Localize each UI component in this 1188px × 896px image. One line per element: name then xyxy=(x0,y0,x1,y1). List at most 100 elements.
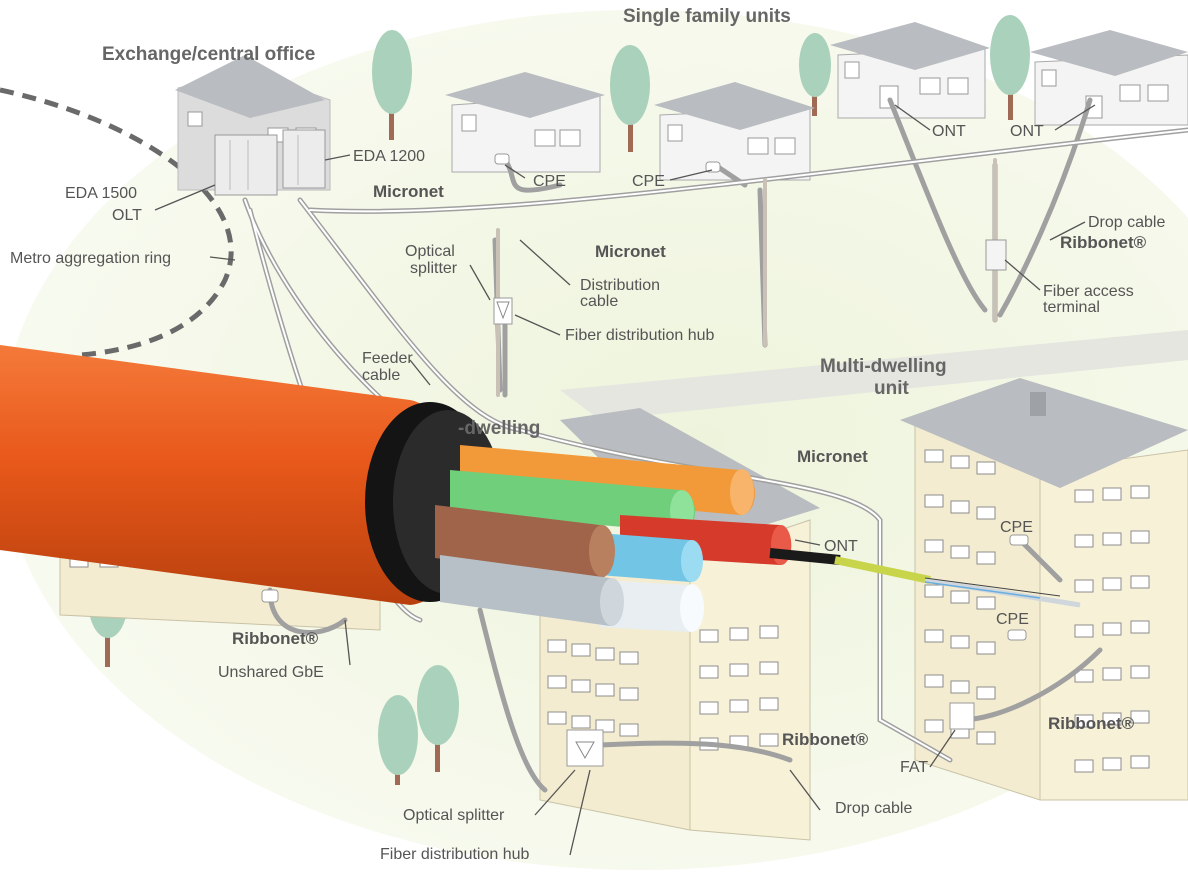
window xyxy=(1102,577,1122,591)
window xyxy=(1102,757,1122,771)
window xyxy=(547,639,567,653)
network-devices xyxy=(261,153,1029,767)
label-cpe: CPE xyxy=(533,173,566,190)
tree-icon xyxy=(372,30,412,140)
house xyxy=(1030,30,1188,126)
tree-icon xyxy=(610,45,650,152)
cpe-icon xyxy=(705,161,721,173)
label-eda1500: EDA 1500 xyxy=(65,185,137,202)
label-fat: FAT xyxy=(900,759,928,776)
window xyxy=(729,699,749,713)
tree-icon xyxy=(799,33,831,116)
window xyxy=(950,635,970,649)
window xyxy=(547,711,567,725)
label-ont: ONT xyxy=(824,538,858,555)
label-micronet: Micronet xyxy=(595,242,666,261)
fiber-access-terminal-icon xyxy=(985,239,1007,271)
window xyxy=(950,500,970,514)
label-optical-splitter: Optical splitter xyxy=(403,807,505,824)
window xyxy=(1130,530,1150,544)
label-feeder-cable: cable xyxy=(362,367,400,384)
exchange-building xyxy=(175,55,331,196)
label-fiber-access-terminal: Fiber access xyxy=(1043,283,1134,300)
window xyxy=(619,723,639,737)
window xyxy=(1074,579,1094,593)
window xyxy=(950,545,970,559)
window xyxy=(729,627,749,641)
window xyxy=(924,449,944,463)
label-cpe: CPE xyxy=(632,173,665,190)
label-fiber-access-terminal: terminal xyxy=(1043,299,1100,316)
labels: EDA 1200 EDA 1500 OLT Metro aggregation … xyxy=(10,123,1165,863)
window xyxy=(976,506,996,520)
window xyxy=(1102,712,1122,726)
window xyxy=(759,697,779,711)
window xyxy=(1102,532,1122,546)
fiber-optic-cable-illustration xyxy=(0,345,1081,632)
label-fiber-distribution-hub: Fiber distribution hub xyxy=(565,327,715,344)
heading-multi-dwelling: Multi-dwelling xyxy=(820,356,947,377)
window xyxy=(1102,622,1122,636)
window xyxy=(1074,534,1094,548)
cpe-icon xyxy=(494,153,510,165)
label-fiber-distribution-hub: Fiber distribution hub xyxy=(380,846,530,863)
label-eda1200: EDA 1200 xyxy=(353,148,425,165)
window xyxy=(571,715,591,729)
window xyxy=(1130,620,1150,634)
window xyxy=(759,733,779,747)
optical-splitter-icon xyxy=(566,729,604,767)
heading-multi-dwelling-unit: unit xyxy=(874,378,909,399)
window xyxy=(924,539,944,553)
single-family-houses xyxy=(445,22,1188,181)
label-drop-cable: Drop cable xyxy=(835,800,912,817)
window xyxy=(976,461,996,475)
window xyxy=(547,675,567,689)
label-drop-cable: Drop cable xyxy=(1088,214,1165,231)
label-cpe: CPE xyxy=(1000,519,1033,536)
label-ribbonet: Ribbonet® xyxy=(232,629,319,648)
window xyxy=(1130,755,1150,769)
heading-dwelling-partial: -dwelling xyxy=(458,418,540,439)
window xyxy=(924,584,944,598)
window xyxy=(924,674,944,688)
window xyxy=(1074,669,1094,683)
house xyxy=(445,72,605,173)
label-ribbonet: Ribbonet® xyxy=(1048,714,1135,733)
tree-icon xyxy=(990,15,1030,120)
window xyxy=(759,661,779,675)
window xyxy=(595,647,615,661)
label-ont: ONT xyxy=(932,123,966,140)
window xyxy=(1074,489,1094,503)
label-optical-splitter: Optical xyxy=(405,243,455,260)
window xyxy=(1074,624,1094,638)
window xyxy=(976,596,996,610)
window xyxy=(1130,575,1150,589)
metro-ring-dashed xyxy=(0,87,234,358)
headings: Exchange/central office Single family un… xyxy=(102,6,947,439)
window xyxy=(729,663,749,677)
label-distribution-cable: Distribution xyxy=(580,277,660,294)
label-micronet: Micronet xyxy=(373,182,444,201)
window xyxy=(595,683,615,697)
tree-icon xyxy=(417,665,459,772)
house xyxy=(830,22,990,119)
cpe-icon xyxy=(261,589,279,603)
window xyxy=(1102,667,1122,681)
fiber-strand xyxy=(769,548,1081,608)
optical-splitter-icon xyxy=(493,297,513,325)
house xyxy=(654,82,815,181)
window xyxy=(1074,759,1094,773)
label-unshared-gbe: Unshared GbE xyxy=(218,664,324,681)
window xyxy=(1130,710,1150,724)
window xyxy=(759,625,779,639)
label-ribbonet: Ribbonet® xyxy=(782,730,869,749)
window xyxy=(595,719,615,733)
window xyxy=(699,629,719,643)
window xyxy=(1074,714,1094,728)
label-micronet: Micronet xyxy=(797,447,868,466)
tree-icon xyxy=(378,695,418,785)
trees xyxy=(88,15,1030,785)
window xyxy=(950,455,970,469)
window xyxy=(950,680,970,694)
